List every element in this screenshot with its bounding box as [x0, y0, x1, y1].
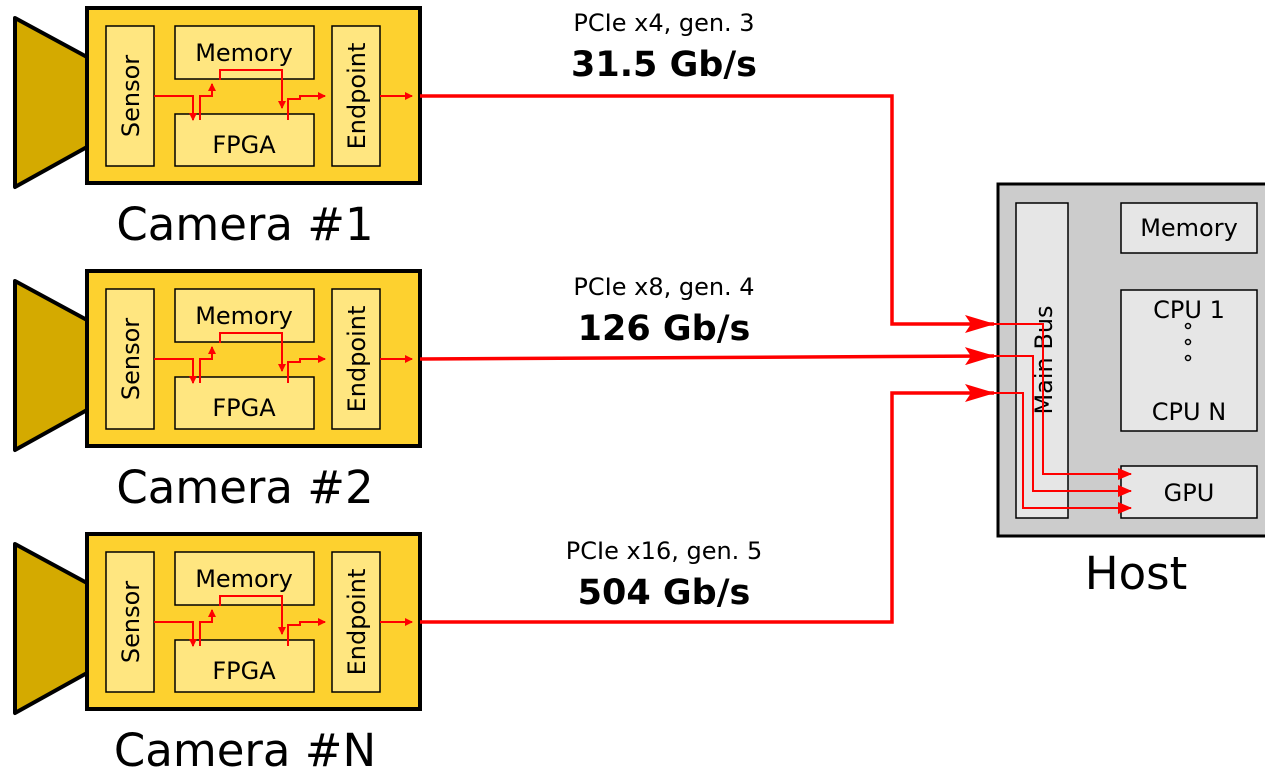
link-2-label: PCIe x8, gen. 4 126 Gb/s [573, 273, 754, 349]
link-spec: PCIe x8, gen. 4 [573, 273, 754, 301]
sensor-box [105, 551, 155, 693]
camera-lens-icon [13, 16, 89, 189]
host: Main Bus Memory CPU 1 CPU N GPU Host [996, 182, 1265, 600]
ellipsis-dot [1184, 354, 1192, 362]
endpoint-label: Endpoint [343, 569, 371, 676]
ellipsis-dot [1184, 338, 1192, 346]
fpga-box [174, 376, 315, 430]
internal-dataflow [154, 332, 413, 384]
link-rate: 31.5 Gb/s [571, 45, 757, 85]
gpu-box [1120, 465, 1258, 519]
host-label: Host [1085, 547, 1187, 600]
link-1-label: PCIe x4, gen. 3 31.5 Gb/s [571, 9, 757, 85]
endpoint-box [331, 551, 381, 693]
pcie-links [419, 94, 995, 624]
memory-label: Memory [195, 302, 293, 330]
endpoint-box [331, 25, 381, 167]
link-rate: 126 Gb/s [578, 309, 751, 349]
link-spec: PCIe x4, gen. 3 [573, 9, 754, 37]
gpu-label: GPU [1164, 479, 1215, 507]
link-1-path [420, 94, 995, 333]
sensor-label: Sensor [117, 55, 145, 137]
endpoint-label: Endpoint [343, 306, 371, 413]
camera-2: Sensor Memory FPGA Endpoint Camera #2 [13, 269, 422, 514]
camera-lens-icon [13, 542, 89, 715]
link-n-path [420, 384, 995, 624]
link-2-path [419, 347, 995, 366]
fpga-label: FPGA [212, 657, 276, 685]
fpga-box [174, 639, 315, 693]
sensor-label: Sensor [117, 581, 145, 663]
link-n-label: PCIe x16, gen. 5 504 Gb/s [566, 537, 762, 613]
memory-label: Memory [195, 565, 293, 593]
camera-n: Sensor Memory FPGA Endpoint Camera #N [13, 532, 422, 768]
endpoint-label: Endpoint [343, 43, 371, 150]
ellipsis-dot [1184, 322, 1192, 330]
camera-name: Camera #2 [116, 461, 373, 514]
cpu-first-label: CPU 1 [1153, 296, 1225, 324]
link-spec: PCIe x16, gen. 5 [566, 537, 762, 565]
camera-name: Camera #N [114, 724, 376, 768]
memory-box [174, 25, 315, 80]
camera-lens-icon [13, 279, 89, 452]
internal-dataflow [154, 595, 413, 647]
camera-1: Sensor Memory FPGA Endpoint Camera #1 [13, 6, 422, 251]
memory-label: Memory [195, 39, 293, 67]
fpga-label: FPGA [212, 131, 276, 159]
fpga-label: FPGA [212, 394, 276, 422]
sensor-label: Sensor [117, 318, 145, 400]
host-memory-box [1120, 202, 1258, 254]
cpu-last-label: CPU N [1152, 398, 1226, 426]
host-memory-label: Memory [1140, 214, 1238, 242]
fpga-box [174, 113, 315, 167]
internal-dataflow [154, 69, 413, 121]
bus-to-gpu-links [994, 323, 1132, 514]
sensor-box [105, 288, 155, 430]
sensor-box [105, 25, 155, 167]
camera-name: Camera #1 [116, 198, 373, 251]
link-rate: 504 Gb/s [578, 573, 751, 613]
